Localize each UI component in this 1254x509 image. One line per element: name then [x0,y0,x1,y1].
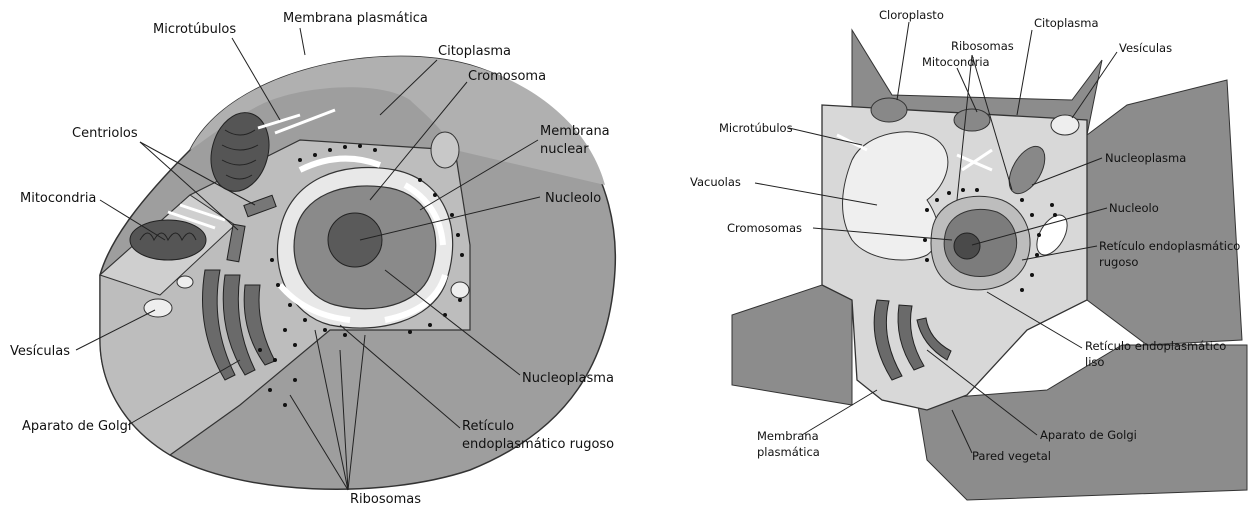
plant-label-ret-rugoso-1: Retículo endoplasmático [1099,239,1240,253]
label-citoplasma: Citoplasma [438,44,511,59]
plant-label-ret-rugoso-2: rugoso [1099,255,1138,269]
plant-label-ret-liso-2: liso [1085,355,1104,369]
plant-vesicle [1051,115,1079,135]
plant-cell-diagram: Cloroplasto Citoplasma Ribosomas Vesícul… [627,0,1254,509]
plant-label-ribosomas: Ribosomas [951,39,1014,53]
animal-vesicle-4 [451,282,469,298]
label-membrana-nuclear-2: nuclear [540,142,589,157]
plant-label-cromosomas: Cromosomas [727,221,802,235]
label-nucleoplasma: Nucleoplasma [522,371,614,386]
plant-mitochondria-1 [954,109,990,131]
label-aparato-golgi: Aparato de Golgi [22,419,132,434]
plant-chloroplast [871,98,907,122]
plant-label-golgi: Aparato de Golgi [1040,428,1137,442]
animal-nucleolus [328,213,382,267]
animal-vesicle-2 [177,276,193,288]
label-reticulo-1: Retículo [462,419,514,434]
plant-label-pared: Pared vegetal [972,449,1051,463]
label-ribosomas: Ribosomas [350,492,421,507]
plant-label-nucleoplasma: Nucleoplasma [1105,151,1186,165]
animal-cell-panel: Microtúbulos Membrana plasmática Citopla… [0,0,627,509]
label-membrana-plasmatica: Membrana plasmática [283,11,428,26]
plant-label-nucleolo: Nucleolo [1109,201,1159,215]
label-microtubulos: Microtúbulos [153,22,236,37]
animal-cell-diagram: Microtúbulos Membrana plasmática Citopla… [0,0,627,509]
plant-wall-left [732,285,852,405]
plant-cell-panel: Cloroplasto Citoplasma Ribosomas Vesícul… [627,0,1254,509]
plant-label-ret-liso-1: Retículo endoplasmático [1085,339,1226,353]
plant-nucleolus [954,233,980,259]
plant-label-cloroplasto: Cloroplasto [879,8,944,22]
label-membrana-nuclear-1: Membrana [540,124,610,139]
plant-label-vesiculas: Vesículas [1119,41,1172,55]
plant-label-membrana-2: plasmática [757,445,820,459]
label-reticulo-2: endoplasmático rugoso [462,437,614,452]
label-centriolos: Centriolos [72,126,138,141]
animal-vesicle-3 [431,132,459,168]
plant-label-membrana-1: Membrana [757,429,819,443]
label-nucleolo: Nucleolo [545,191,601,206]
label-mitocondria: Mitocondria [20,191,96,206]
label-cromosoma: Cromosoma [468,69,546,84]
plant-label-citoplasma: Citoplasma [1034,16,1099,30]
plant-label-microtubulos: Microtúbulos [719,121,793,135]
plant-label-mitocondria: Mitocondria [922,55,990,69]
animal-vesicle-1 [144,299,172,317]
label-vesiculas: Vesículas [10,344,70,359]
plant-label-vacuolas: Vacuolas [690,175,741,189]
